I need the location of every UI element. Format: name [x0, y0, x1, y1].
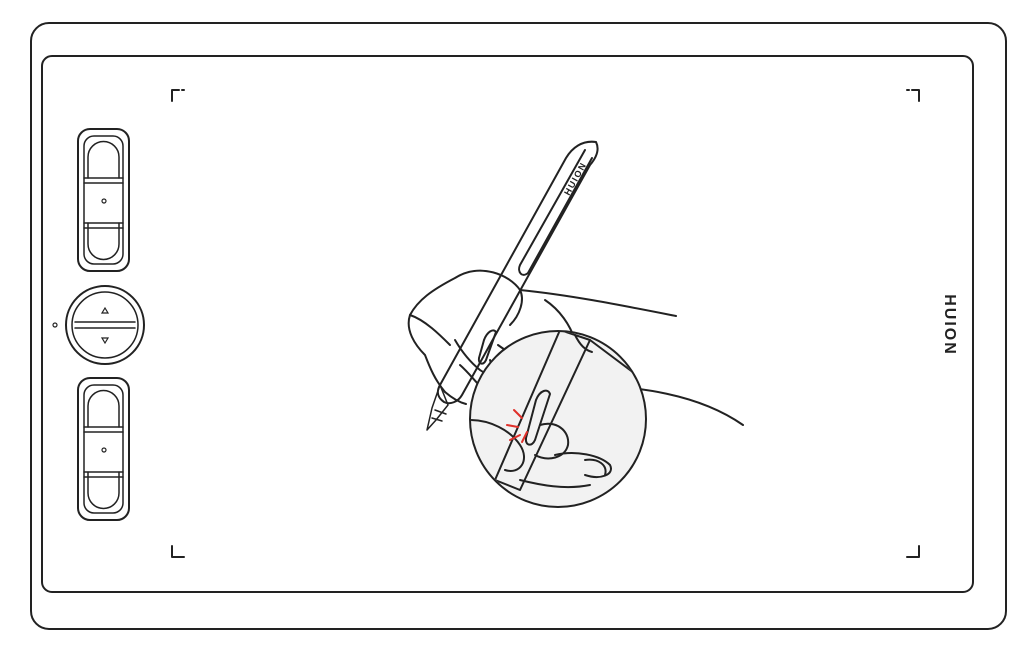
dial-control[interactable]	[65, 285, 145, 365]
press-key-group-bottom[interactable]	[77, 377, 130, 521]
triangle-down-icon[interactable]	[100, 337, 110, 345]
center-dot-icon	[101, 447, 107, 453]
indicator-light	[52, 322, 58, 328]
corner-marker-top-left	[171, 89, 185, 102]
press-key-group-top[interactable]	[77, 128, 130, 272]
brand-label: HUION	[941, 294, 958, 356]
center-dot-icon	[101, 198, 107, 204]
corner-marker-top-right	[906, 89, 920, 102]
corner-markers	[171, 89, 920, 558]
active-area	[41, 55, 974, 593]
triangle-up-icon[interactable]	[100, 306, 110, 314]
corner-marker-bottom-left	[171, 545, 185, 558]
corner-marker-bottom-right	[906, 545, 920, 558]
click-highlight-icon	[506, 409, 528, 443]
